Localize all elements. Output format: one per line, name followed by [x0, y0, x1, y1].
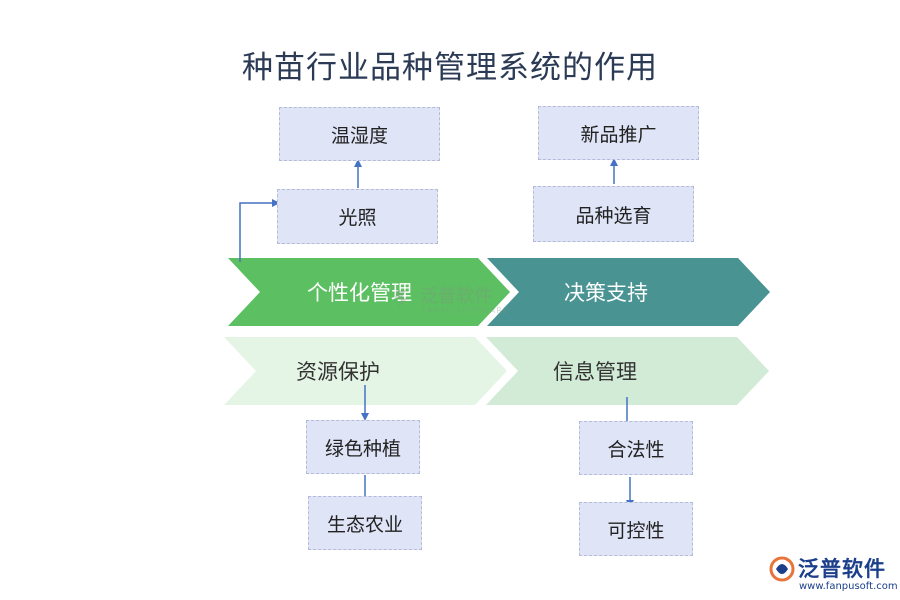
- box-humidity: 温湿度: [279, 107, 440, 161]
- brand-name: 泛普软件: [798, 557, 886, 581]
- chevron-decision: [487, 258, 770, 326]
- chevron-personalized-label: 个性化管理: [307, 281, 412, 305]
- chevron-info-label: 信息管理: [553, 360, 637, 384]
- box-ecological-agriculture: 生态农业: [308, 496, 422, 550]
- brand-url: www.fanpusoft.com: [799, 581, 898, 592]
- connector-personalized-lighting: [239, 199, 280, 262]
- box-green-planting: 绿色种植: [306, 420, 420, 474]
- box-promotion: 新品推广: [538, 106, 699, 160]
- chevron-resource-label: 资源保护: [296, 360, 380, 384]
- chevron-resource: [224, 337, 507, 405]
- chevron-personalized: [228, 258, 510, 326]
- watermark-subtitle: FANPU SOFTWARE: [422, 306, 509, 315]
- chevron-info: [486, 337, 769, 405]
- watermark: 泛普软件 FANPU SOFTWARE: [392, 282, 512, 322]
- diagram-title: 种苗行业品种管理系统的作用: [242, 50, 658, 86]
- chevron-decision-label: 决策支持: [564, 281, 648, 305]
- watermark-logo-icon: [395, 290, 408, 308]
- box-legality: 合法性: [579, 421, 693, 475]
- box-controllability: 可控性: [579, 502, 693, 556]
- watermark-name: 泛普软件: [420, 286, 492, 307]
- box-breeding: 品种选育: [533, 186, 694, 242]
- brand-logo: 泛普软件 www.fanpusoft.com: [768, 553, 898, 598]
- box-lighting: 光照: [277, 189, 438, 244]
- brand-swirl-icon: [769, 556, 795, 582]
